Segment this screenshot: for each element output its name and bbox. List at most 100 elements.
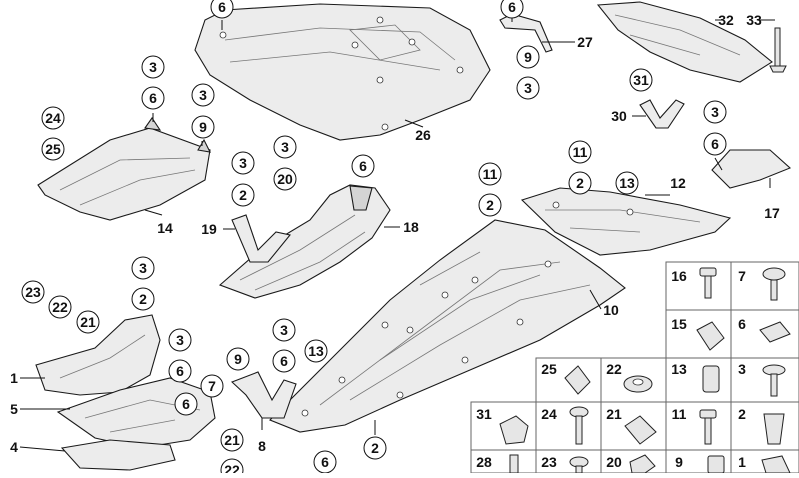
callout-17: 17 — [764, 205, 780, 221]
part-30-bracket — [639, 99, 685, 129]
svg-text:3: 3 — [149, 59, 157, 75]
fastener-9-nut — [707, 455, 725, 474]
svg-text:20: 20 — [277, 171, 293, 187]
fastener-21-clip — [624, 415, 657, 445]
legend-label-28: 28 — [476, 454, 492, 470]
callout-25: 25 — [41, 137, 65, 161]
callout-12: 12 — [670, 175, 686, 191]
part-8-bracket — [230, 371, 297, 419]
legend-label-22: 22 — [606, 361, 622, 377]
legend-label-1: 1 — [738, 454, 746, 470]
callout-6: 6 — [351, 154, 375, 178]
fastener-16-screw — [699, 267, 717, 299]
fastener-3-screw — [762, 364, 786, 397]
part-4-shield — [60, 439, 176, 471]
callout-3: 3 — [273, 135, 297, 159]
svg-text:12: 12 — [670, 175, 686, 191]
svg-text:31: 31 — [633, 72, 649, 88]
callout-4: 4 — [10, 439, 18, 455]
svg-text:6: 6 — [218, 0, 226, 15]
svg-text:3: 3 — [281, 139, 289, 155]
callout-20: 20 — [273, 167, 297, 191]
svg-text:3: 3 — [176, 332, 184, 348]
svg-text:2: 2 — [139, 291, 147, 307]
callout-31: 31 — [629, 68, 653, 92]
callout-13: 13 — [615, 171, 639, 195]
callout-6: 6 — [500, 0, 524, 19]
callout-3: 3 — [141, 55, 165, 79]
legend-label-11: 11 — [672, 406, 687, 422]
legend-label-13: 13 — [671, 361, 687, 377]
svg-text:3: 3 — [711, 104, 719, 120]
fastener-11-screw — [699, 409, 717, 445]
leader-lines — [19, 18, 775, 452]
fastener-22-washer — [623, 375, 653, 393]
callout-19: 19 — [201, 221, 217, 237]
fastener-31-nut — [499, 415, 529, 445]
legend-label-25: 25 — [541, 361, 557, 377]
callout-9: 9 — [516, 45, 540, 69]
svg-text:13: 13 — [308, 343, 324, 359]
fastener-2-rivet — [763, 413, 785, 445]
svg-text:6: 6 — [711, 136, 719, 152]
svg-text:5: 5 — [10, 401, 18, 417]
callout-26: 26 — [415, 127, 431, 143]
callout-11: 11 — [478, 162, 502, 186]
legend-label-31: 31 — [476, 406, 492, 422]
part-32-right-shield — [596, 1, 773, 83]
callout-30: 30 — [611, 108, 627, 124]
callout-18: 18 — [403, 219, 419, 235]
svg-text:25: 25 — [45, 141, 61, 157]
svg-text:2: 2 — [371, 440, 379, 456]
callout-3: 3 — [516, 76, 540, 100]
svg-text:14: 14 — [157, 220, 173, 236]
svg-text:2: 2 — [239, 187, 247, 203]
fastener-23-screw — [569, 456, 589, 474]
svg-text:9: 9 — [234, 351, 242, 367]
part-18-center-shield — [218, 184, 391, 299]
svg-text:17: 17 — [764, 205, 780, 221]
svg-text:8: 8 — [258, 438, 266, 454]
callout-6: 6 — [272, 349, 296, 373]
callout-1: 1 — [10, 370, 18, 386]
fastener-28-stud — [509, 454, 519, 474]
svg-text:6: 6 — [359, 158, 367, 174]
svg-text:6: 6 — [176, 363, 184, 379]
part-10-main-shield — [269, 219, 626, 433]
callout-3: 3 — [272, 318, 296, 342]
callout-3: 3 — [168, 328, 192, 352]
legend-label-23: 23 — [541, 454, 557, 470]
fastener-7-screw — [762, 267, 786, 301]
part-26-front-shield — [194, 3, 491, 141]
callout-33: 33 — [746, 12, 762, 28]
svg-text:3: 3 — [239, 155, 247, 171]
svg-text:7: 7 — [208, 378, 216, 394]
callout-6: 6 — [210, 0, 234, 19]
callout-22: 22 — [48, 295, 72, 319]
legend-label-6: 6 — [738, 316, 746, 332]
svg-text:6: 6 — [182, 396, 190, 412]
svg-text:11: 11 — [483, 166, 498, 182]
svg-text:6: 6 — [321, 454, 329, 470]
fastener-15-clip — [696, 321, 725, 351]
callout-7: 7 — [200, 374, 224, 398]
callout-6: 6 — [168, 359, 192, 383]
callout-27: 27 — [577, 34, 593, 50]
svg-text:19: 19 — [201, 221, 217, 237]
svg-text:3: 3 — [280, 322, 288, 338]
svg-text:3: 3 — [199, 87, 207, 103]
callout-6: 6 — [313, 450, 337, 474]
legend-label-2: 2 — [738, 406, 746, 422]
fastener-legend: 16 7 15 6 25 22 13 3 31 24 21 11 2 28 23… — [470, 261, 799, 474]
callout-9: 9 — [191, 115, 215, 139]
svg-text:24: 24 — [45, 110, 61, 126]
legend-label-9: 9 — [675, 454, 683, 470]
part-17-bracket — [711, 149, 792, 189]
svg-text:33: 33 — [746, 12, 762, 28]
svg-text:3: 3 — [524, 80, 532, 96]
callout-5: 5 — [10, 401, 18, 417]
svg-text:9: 9 — [199, 119, 207, 135]
fastener-6-nut — [759, 321, 791, 343]
callout-21: 21 — [220, 428, 244, 452]
